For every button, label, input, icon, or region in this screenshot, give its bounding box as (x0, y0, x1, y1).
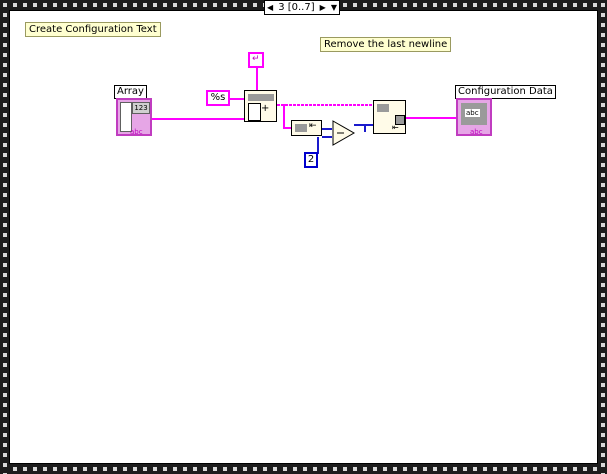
comment-remove-newline[interactable]: Remove the last newline (320, 37, 452, 52)
configuration-data-label: Configuration Data (455, 85, 556, 99)
length-icon: ⇤ (309, 121, 317, 131)
array-to-spreadsheet-string-function[interactable]: + (244, 90, 277, 122)
delimiter-wire[interactable] (256, 66, 258, 90)
subset-output-icon (395, 115, 405, 125)
spreadsheet-grid-icon (248, 103, 261, 121)
format-string-constant[interactable]: %s (206, 90, 230, 106)
string-indicator-display: abc (461, 103, 487, 125)
offset-vertical-wire[interactable] (317, 137, 319, 154)
case-selector[interactable]: ◀ 3 [0..7] ▶ ▼ (264, 0, 340, 15)
configuration-data-terminal[interactable]: abc abc (456, 98, 492, 136)
case-dropdown-arrow[interactable]: ▼ (330, 3, 337, 12)
subtract-function[interactable] (332, 120, 356, 146)
subtract-output-bend[interactable] (364, 124, 366, 132)
array-terminal[interactable]: 123 abc (116, 98, 152, 136)
array-element-display: 123 (132, 102, 150, 114)
subset-length-icon: ⇤ (392, 123, 399, 132)
length-numeric-wire[interactable] (322, 128, 332, 130)
comment-create-configuration[interactable]: Create Configuration Text (25, 22, 161, 37)
string-branch-wire[interactable] (283, 104, 285, 128)
array-wire[interactable] (152, 118, 244, 120)
array-index-display (120, 102, 132, 132)
plus-icon: + (261, 103, 270, 114)
config-data-wire[interactable] (406, 117, 456, 119)
delimiter-constant[interactable]: ↵ (248, 52, 264, 68)
decrement-case-arrow[interactable]: ◀ (267, 3, 274, 12)
format-string-wire[interactable] (228, 98, 244, 100)
case-structure-right-border (598, 0, 607, 474)
newline-icon: ↵ (252, 54, 260, 64)
string-length-function[interactable]: ⇤ (291, 120, 322, 136)
string-type-hint: abc (465, 109, 480, 117)
case-structure-canvas (9, 10, 598, 464)
case-selector-label: 3 [0..7] (278, 2, 315, 13)
spreadsheet-header-icon (248, 94, 274, 101)
string-subset-function[interactable]: ⇤ (373, 100, 406, 134)
case-structure-bottom-border (0, 464, 607, 474)
string-icon (295, 124, 307, 132)
offset-constant[interactable]: 2 (304, 152, 318, 168)
case-structure-left-border (0, 0, 9, 474)
subset-string-icon (377, 104, 389, 112)
array-type-tag: abc (130, 128, 143, 136)
config-type-tag: abc (470, 128, 483, 136)
array-label: Array (114, 85, 147, 99)
offset-numeric-wire[interactable] (322, 136, 332, 138)
string-length-wire[interactable] (283, 127, 291, 129)
string-output-wire[interactable] (277, 104, 373, 106)
increment-case-arrow[interactable]: ▶ (319, 3, 326, 12)
